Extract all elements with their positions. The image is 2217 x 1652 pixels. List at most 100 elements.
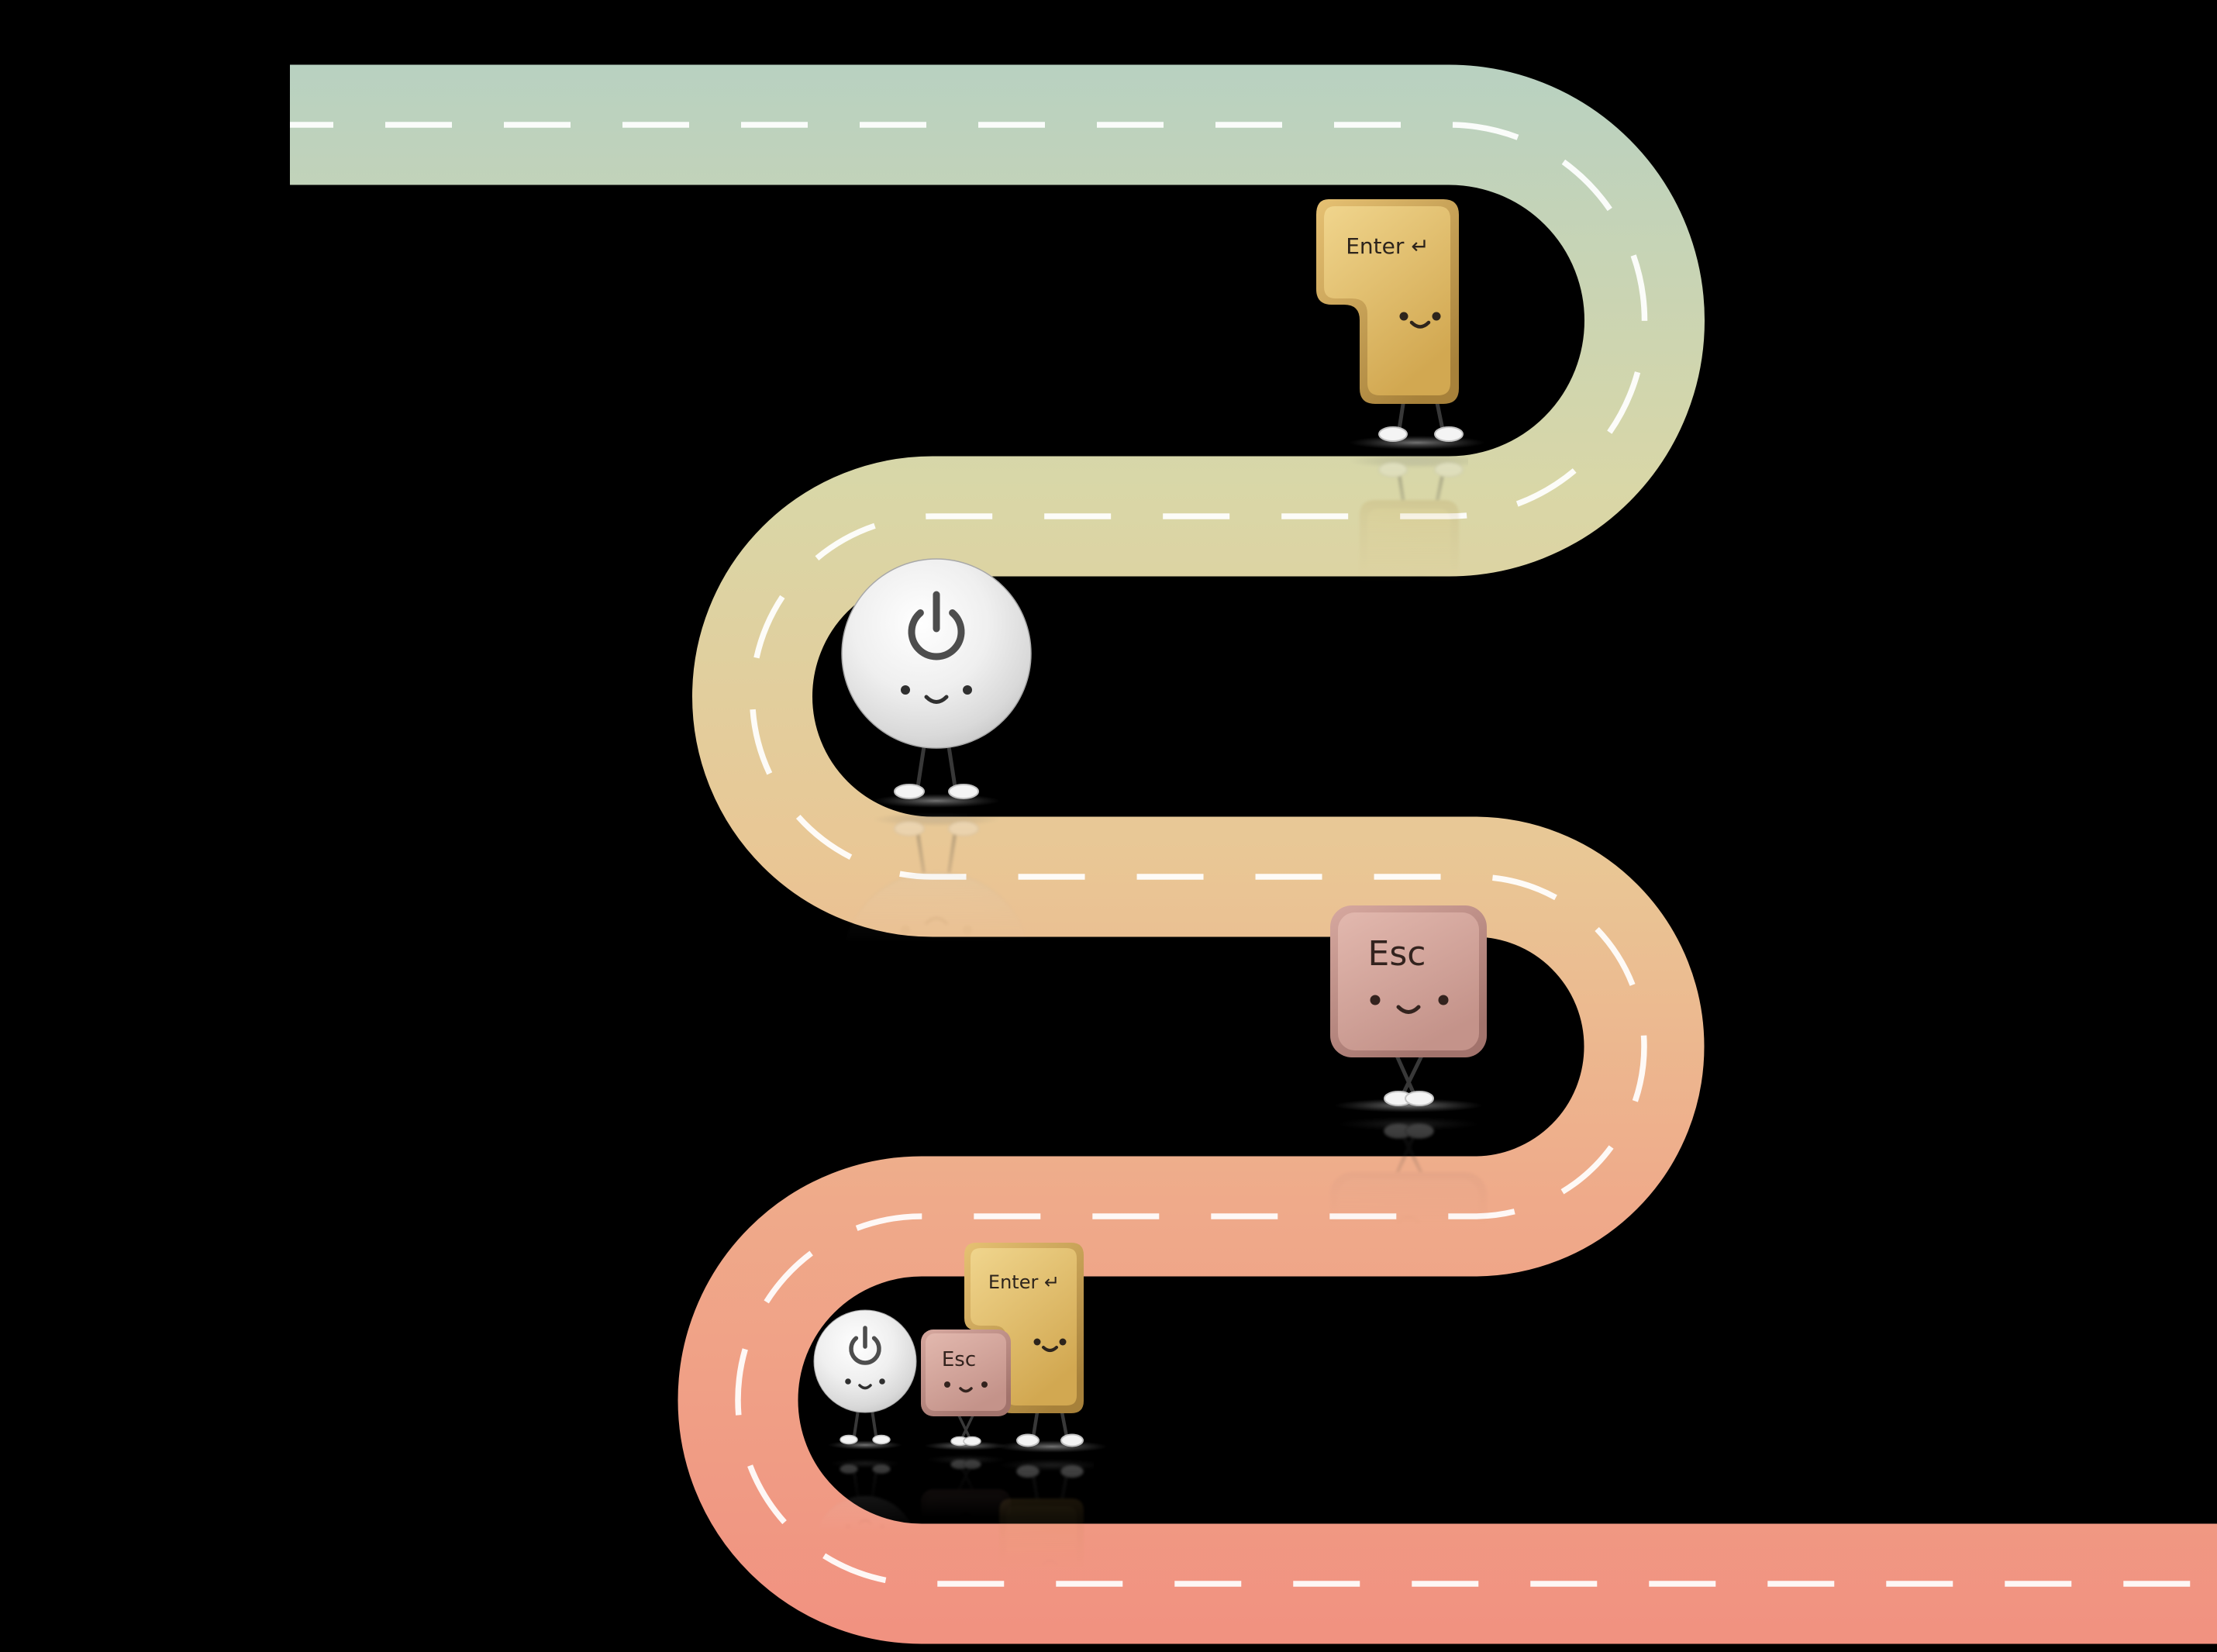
keycap-top-face: [1338, 912, 1479, 1050]
power-icon: [849, 1543, 881, 1583]
sneakers: [950, 1459, 981, 1470]
legs: [1395, 1054, 1424, 1096]
esc-key-label: Esc: [1368, 934, 1426, 974]
left-eye: [845, 1524, 851, 1530]
smile: [1396, 1216, 1421, 1225]
left-eye: [944, 1518, 950, 1524]
sneakers: [1016, 1464, 1084, 1478]
ground-shadow: [1349, 436, 1485, 450]
right-eye: [1432, 312, 1441, 321]
face: [1399, 312, 1441, 329]
enter-key-art: Enter ↵: [1316, 199, 1485, 450]
ground-shadow: [924, 1441, 1008, 1450]
smile: [1409, 320, 1431, 329]
ground-shadow: [1349, 454, 1485, 468]
enter-key-label: Enter ↵: [988, 1271, 1060, 1293]
face: [845, 1519, 885, 1530]
sneakers: [1016, 1433, 1084, 1447]
legs: [1397, 397, 1445, 432]
smile: [959, 1512, 973, 1519]
legs: [1031, 1410, 1069, 1439]
sneakers: [840, 1434, 891, 1445]
esc-key-art-small: Esc: [921, 1330, 1011, 1450]
legs: [1397, 472, 1445, 507]
enter-key-character-large: Enter ↵: [1313, 196, 1485, 705]
face: [845, 1378, 885, 1390]
button-body: [813, 1495, 917, 1599]
face: [1033, 1338, 1067, 1352]
power-button-art-small-reflection: [813, 1459, 917, 1599]
enter-key-label: Enter ↵: [1346, 233, 1429, 259]
ground-shadow: [828, 1440, 902, 1450]
esc-key-label: Esc: [1368, 1256, 1426, 1295]
power-button-character-small: [807, 1305, 923, 1599]
esc-key-art-small-reflection: Esc: [921, 1455, 1011, 1576]
esc-key-label: Esc: [942, 1534, 976, 1557]
smile: [1042, 1346, 1058, 1352]
left-eye: [901, 685, 910, 695]
ground-shadow: [828, 1459, 902, 1468]
ground-shadow: [1334, 1117, 1483, 1131]
power-button-art: [841, 558, 1032, 808]
face: [1399, 575, 1441, 592]
enter-key-art-small: Enter ↵: [964, 1243, 1108, 1453]
keycap-top-face: [1324, 206, 1450, 395]
esc-key-art-reflection: Esc: [1330, 1117, 1487, 1324]
right-eye: [963, 685, 972, 695]
face: [944, 1381, 988, 1393]
button-body: [841, 871, 1032, 1062]
ground-shadow: [1334, 1098, 1483, 1112]
legs: [915, 831, 957, 876]
ground-shadow: [996, 1459, 1108, 1471]
sneakers: [1384, 1091, 1434, 1106]
legs: [957, 1466, 974, 1492]
sneakers: [950, 1436, 981, 1447]
right-eye: [981, 1381, 988, 1388]
face: [1370, 1216, 1449, 1235]
right-eye: [1059, 1566, 1067, 1574]
power-button-art-reflection: [841, 812, 1032, 1062]
enter-key-label: Enter ↵: [1346, 645, 1429, 671]
legs: [915, 744, 957, 789]
left-eye: [1370, 1224, 1381, 1235]
legs: [1395, 1133, 1424, 1176]
legs: [853, 1471, 877, 1500]
smile: [924, 916, 949, 926]
right-eye: [1438, 995, 1449, 1005]
sneakers: [894, 784, 979, 799]
ground-shadow: [873, 794, 1000, 808]
smile: [924, 695, 949, 704]
enter-key-art-small-reflection: Enter ↵: [964, 1459, 1108, 1652]
keycap-top-face: [926, 1495, 1006, 1572]
face: [944, 1512, 988, 1524]
left-eye: [845, 1378, 851, 1385]
right-eye: [963, 926, 972, 935]
right-eye: [879, 1378, 885, 1385]
left-eye: [1033, 1338, 1041, 1346]
power-button-art-small: [813, 1309, 917, 1450]
keycap-top-face: [971, 1506, 1077, 1652]
smile: [858, 1519, 872, 1525]
legs: [853, 1409, 877, 1437]
right-eye: [981, 1518, 988, 1524]
esc-key-art: Esc: [1330, 905, 1487, 1112]
legs: [957, 1414, 974, 1440]
face: [1033, 1560, 1067, 1574]
power-button-character-large: [836, 553, 1037, 1062]
sneakers: [1378, 426, 1464, 442]
smile: [1042, 1560, 1058, 1566]
face: [901, 916, 972, 935]
face: [1370, 995, 1449, 1014]
esc-key-label: Esc: [942, 1348, 976, 1371]
right-eye: [1432, 583, 1441, 592]
keycap-top-face: [926, 1333, 1006, 1411]
left-eye: [1370, 995, 1381, 1005]
smile: [1409, 575, 1431, 584]
right-eye: [1059, 1338, 1067, 1346]
sneakers: [840, 1464, 891, 1474]
face: [901, 685, 972, 704]
keycap-top-face: [1324, 509, 1450, 698]
ground-shadow: [873, 812, 1000, 826]
